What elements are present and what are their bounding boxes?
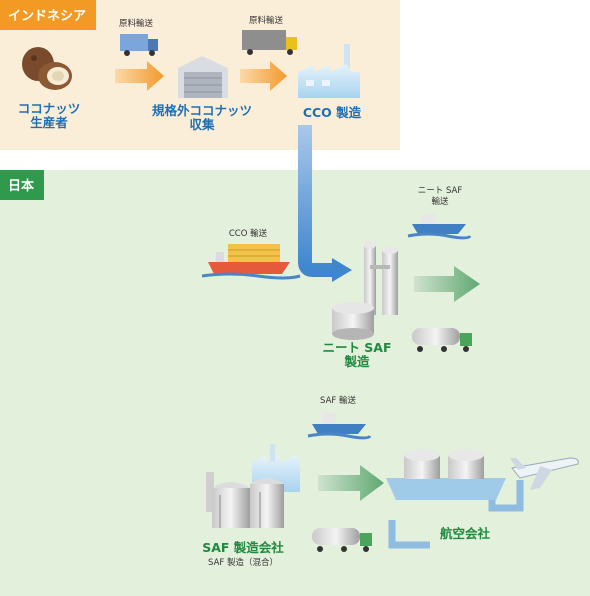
coconut-icon bbox=[22, 47, 72, 90]
arrow-icon bbox=[240, 61, 287, 91]
japan-region: 日本 bbox=[0, 170, 590, 596]
arrow-icon bbox=[115, 61, 164, 91]
coconut-producer-label-2: 生産者 bbox=[30, 115, 68, 130]
neat-saf-production-label: ニート SAF bbox=[322, 340, 392, 355]
collection-label-2: 収集 bbox=[189, 117, 215, 132]
arrow-icon bbox=[414, 266, 480, 302]
truck-icon bbox=[120, 34, 158, 56]
tanker-ship-icon bbox=[307, 413, 372, 440]
raw-transport-label: 原料輸送 bbox=[118, 19, 153, 29]
indonesia-tag: インドネシア bbox=[0, 0, 97, 30]
saf-company-sub-label: SAF 製造（混合） bbox=[208, 558, 278, 568]
collection-label: 規格外ココナッツ bbox=[151, 103, 252, 118]
neat-saf-transport-label: ニート SAF bbox=[417, 186, 463, 196]
tank-truck-icon bbox=[412, 328, 472, 352]
neat-saf-production-label-2: 製造 bbox=[344, 354, 370, 369]
warehouse-icon bbox=[178, 56, 228, 98]
factory-icon bbox=[298, 44, 360, 98]
raw-transport-label-2: 原料輸送 bbox=[248, 16, 283, 26]
cco-transport-label: CCO 輸送 bbox=[228, 229, 268, 239]
cco-production-label: CCO 製造 bbox=[302, 105, 362, 120]
airplane-icon bbox=[510, 457, 579, 490]
tanker-ship-icon bbox=[407, 214, 472, 240]
japan-tag: 日本 bbox=[0, 170, 45, 200]
cargo-ship-icon bbox=[201, 244, 301, 280]
arrow-icon bbox=[318, 465, 384, 501]
saf-company-label: SAF 製造会社 bbox=[202, 540, 284, 555]
fuel-storage-icon bbox=[386, 449, 524, 549]
truck-icon bbox=[242, 30, 297, 55]
tank-truck-icon bbox=[312, 528, 372, 552]
saf-plant-icon bbox=[206, 444, 300, 528]
coconut-producer-label: ココナッツ bbox=[17, 101, 81, 116]
refinery-icon bbox=[332, 241, 398, 340]
airline-label: 航空会社 bbox=[439, 526, 490, 541]
saf-transport-label: SAF 輸送 bbox=[320, 396, 356, 406]
neat-saf-transport-label-2: 輸送 bbox=[431, 197, 449, 207]
cco-pipe bbox=[298, 125, 352, 282]
